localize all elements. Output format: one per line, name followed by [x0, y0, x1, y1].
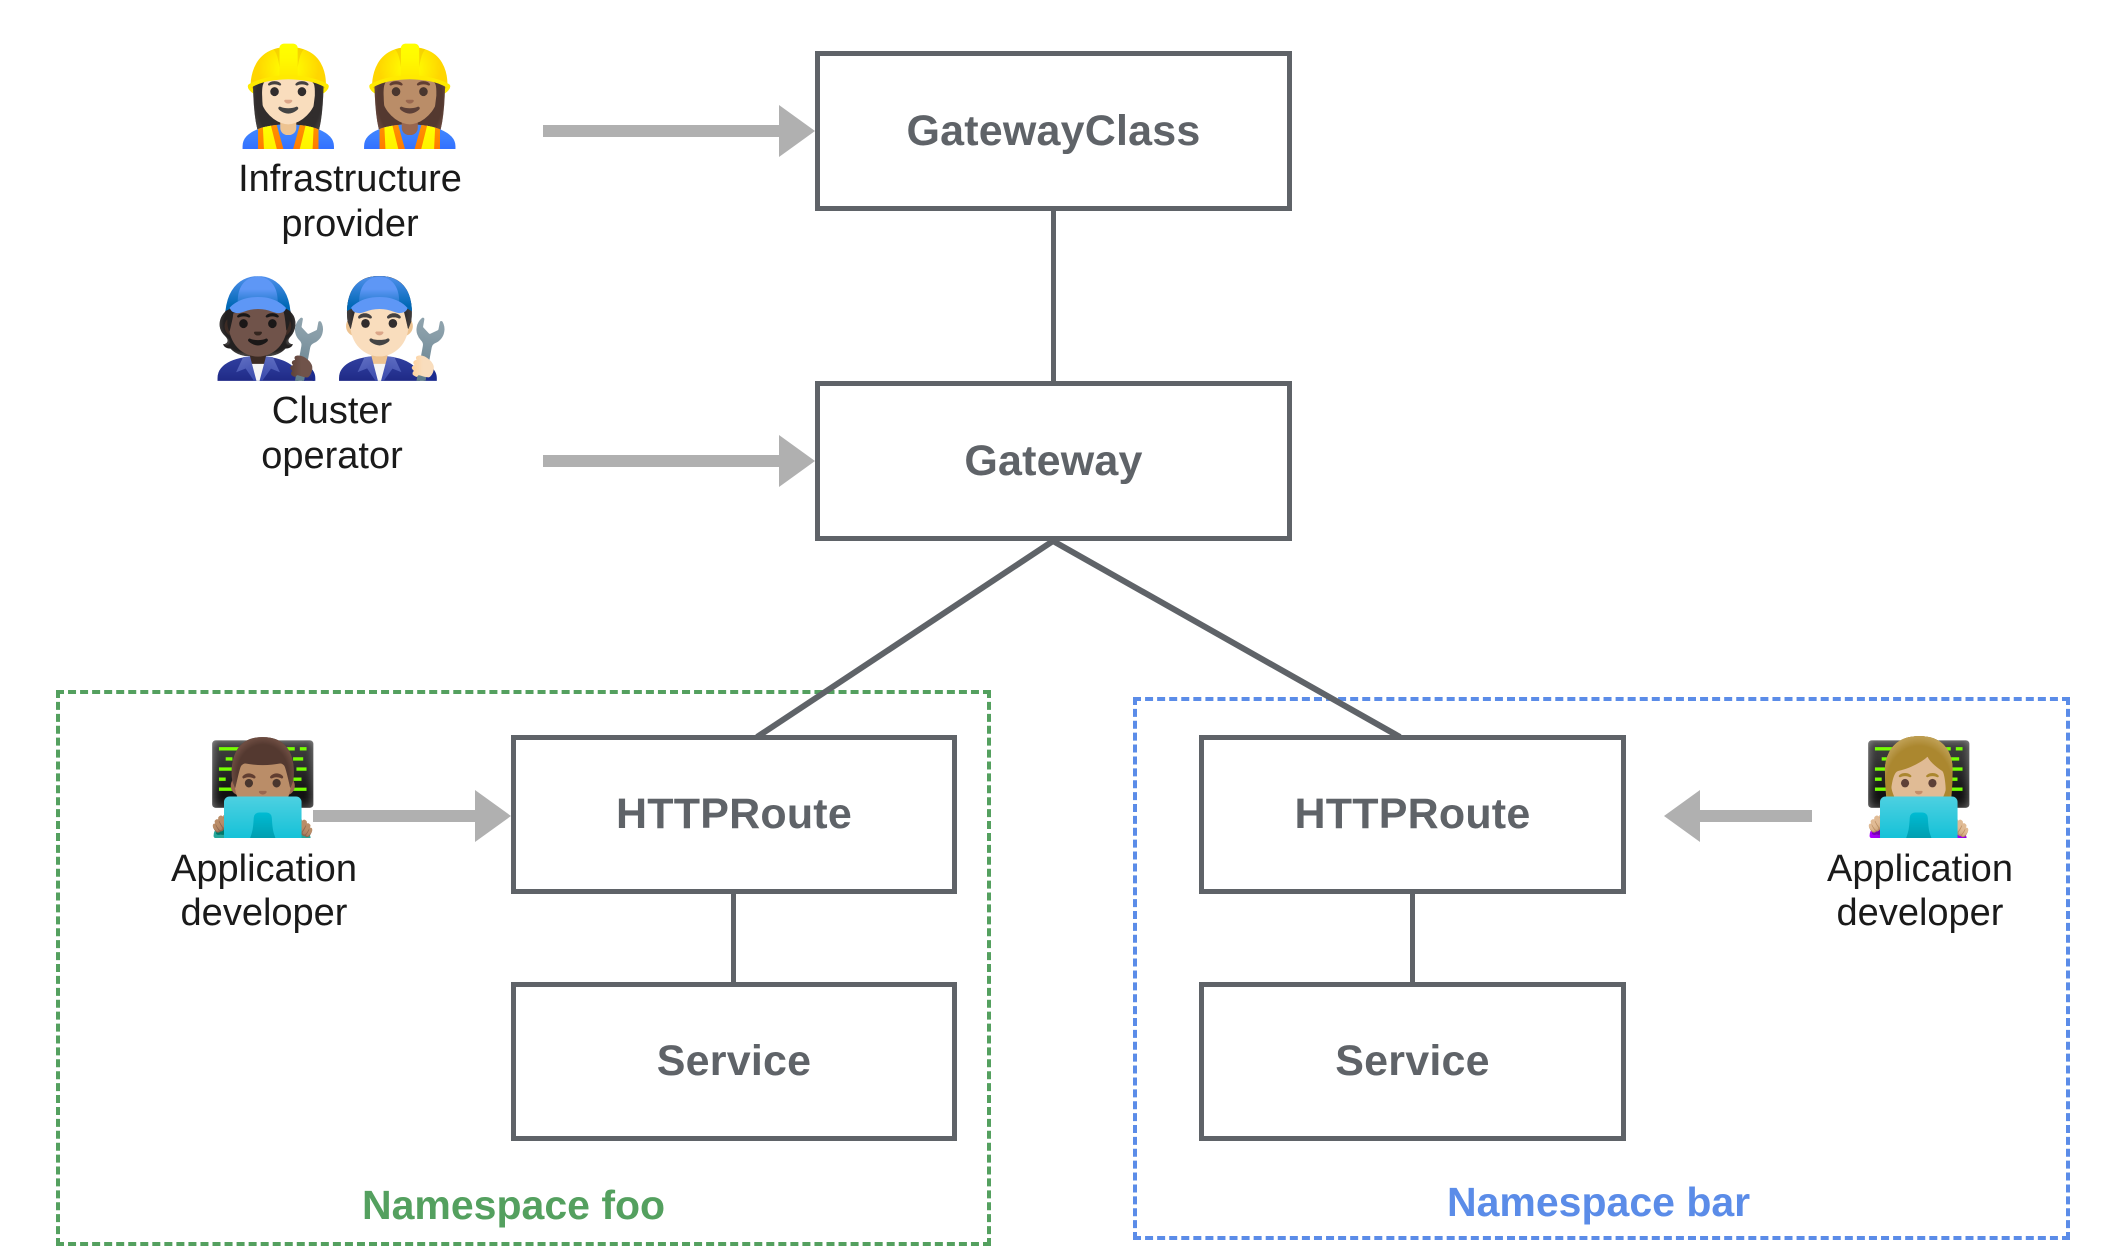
arrow-head-app-developer-foo [475, 790, 511, 842]
connector-httproute-service-bar [1410, 890, 1415, 986]
mechanic-pair-icon: 🧑🏿‍🔧👨🏻‍🔧 [210, 272, 454, 384]
arrow-head-cluster-operator [779, 435, 815, 487]
arrow-head-infrastructure-provider [779, 105, 815, 157]
resource-box-gatewayclass[interactable]: GatewayClass [815, 51, 1292, 211]
resource-box-gateway[interactable]: Gateway [815, 381, 1292, 541]
actor-application-developer-bar: 👩🏼‍💻 Application developer [1760, 734, 2080, 936]
resource-label-gatewayclass: GatewayClass [906, 106, 1201, 155]
actor-caption-application-developer-foo: Application developer [171, 847, 357, 935]
resource-label-httproute-foo: HTTPRoute [616, 790, 852, 838]
resource-box-service-bar[interactable]: Service [1199, 982, 1626, 1141]
actor-cluster-operator: 🧑🏿‍🔧👨🏻‍🔧 Cluster operator [172, 278, 492, 478]
resource-box-httproute-bar[interactable]: HTTPRoute [1199, 735, 1626, 894]
resource-label-gateway: Gateway [964, 436, 1143, 485]
resource-box-service-foo[interactable]: Service [511, 982, 957, 1141]
namespace-label-bar: Namespace bar [1447, 1179, 1751, 1225]
actor-caption-cluster-operator: Cluster operator [261, 389, 403, 477]
namespace-box-foo [56, 690, 991, 1246]
resource-box-httproute-foo[interactable]: HTTPRoute [511, 735, 957, 894]
actor-application-developer-foo: 👨🏽‍💻 Application developer [104, 734, 424, 936]
arrow-app-developer-foo-to-httproute [313, 810, 475, 822]
technologist-icon-bar: 👩🏼‍💻 [1861, 734, 1979, 841]
arrow-head-app-developer-bar [1664, 790, 1700, 842]
resource-label-service-foo: Service [656, 1037, 812, 1085]
namespace-label-foo: Namespace foo [362, 1182, 666, 1228]
actor-caption-application-developer-bar: Application developer [1827, 847, 2013, 935]
namespace-box-bar [1133, 697, 2070, 1240]
arrow-cluster-operator-to-gateway [543, 455, 779, 467]
resource-label-httproute-bar: HTTPRoute [1294, 790, 1531, 838]
technologist-icon-foo: 👨🏽‍💻 [205, 734, 323, 841]
actor-caption-infrastructure-provider: Infrastructure provider [238, 157, 462, 245]
construction-worker-pair-icon: 👷🏻‍♀️👷🏽‍♀️ [228, 40, 472, 152]
connector-httproute-service-foo [731, 890, 736, 986]
arrow-app-developer-bar-to-httproute [1700, 810, 1812, 822]
resource-label-service-bar: Service [1335, 1037, 1490, 1085]
actor-infrastructure-provider: 👷🏻‍♀️👷🏽‍♀️ Infrastructure provider [190, 46, 510, 246]
arrow-infrastructure-provider-to-gatewayclass [543, 125, 779, 137]
connector-gatewayclass-gateway [1051, 208, 1056, 384]
